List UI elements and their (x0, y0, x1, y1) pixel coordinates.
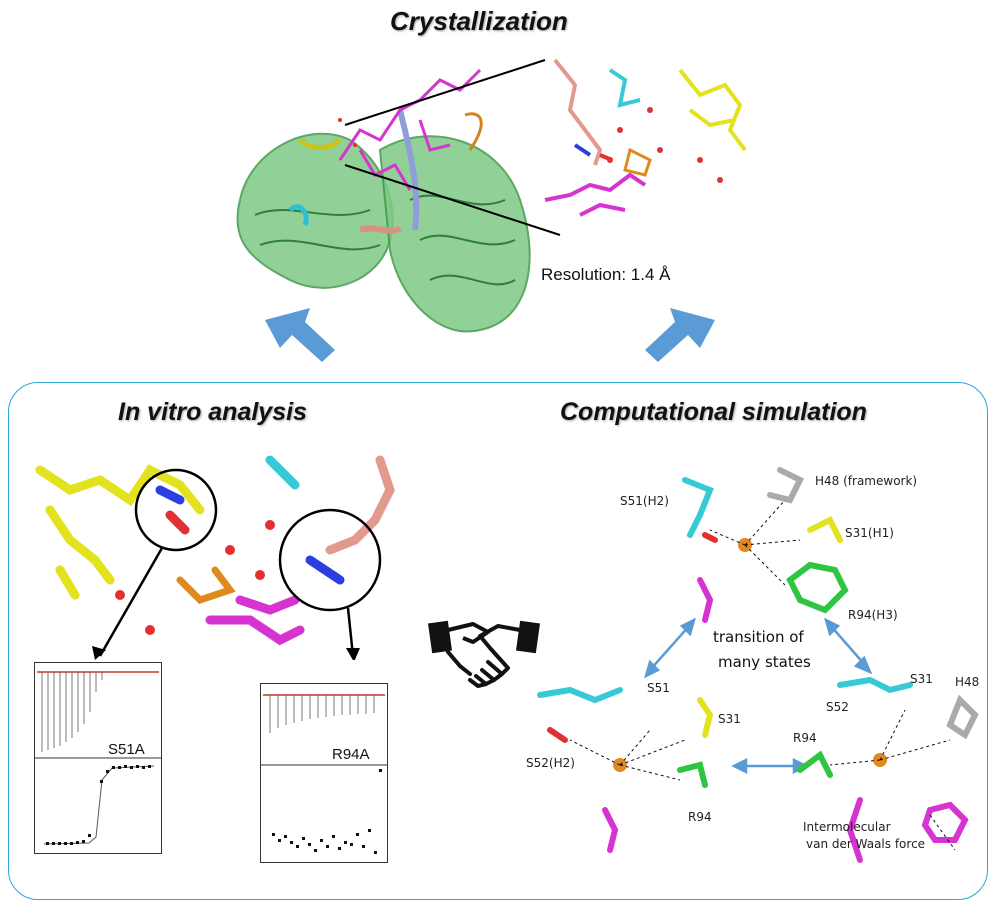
simulation-structures (537, 467, 979, 863)
label-s52-h2: S52(H2) (526, 756, 575, 770)
zoomed-active-site (544, 58, 747, 217)
arrow-left (265, 308, 335, 362)
label-r94-left: R94 (688, 810, 712, 824)
title-computational: Computational simulation (560, 398, 867, 426)
label-s31-h1: S31(H1) (845, 526, 894, 540)
label-s31-left: S31 (718, 712, 741, 726)
label-s52: S52 (826, 700, 849, 714)
water-molecules (338, 107, 723, 183)
crystal-structure-figure (236, 58, 747, 362)
resolution-label: Resolution: 1.4 Å (541, 265, 671, 284)
label-vdw-1: Intermolecular (803, 820, 891, 834)
label-r94-right: R94 (793, 731, 817, 745)
label-r94-h3: R94(H3) (848, 608, 898, 622)
in-vitro-structure (35, 455, 395, 660)
label-transition-1: transition of (713, 628, 804, 646)
itc-label-s51a: S51A (108, 741, 145, 758)
label-transition-2: many states (718, 653, 811, 671)
label-s51-h2: S51(H2) (620, 494, 669, 508)
itc-plot-r94a: R94A (260, 683, 388, 863)
analysis-panel (8, 382, 988, 900)
itc-plot-s51a: S51A (34, 662, 162, 854)
itc-label-r94a: R94A (332, 746, 370, 763)
label-h48-framework: H48 (framework) (815, 474, 918, 488)
label-s51: S51 (647, 681, 670, 695)
title-in-vitro: In vitro analysis (118, 398, 307, 426)
arrow-right (645, 308, 715, 362)
title-crystallization: Crystallization (390, 6, 568, 36)
label-s31-right: S31 (910, 672, 933, 686)
label-vdw-2: van der Waals force (806, 837, 926, 851)
protein-ribbon (236, 109, 531, 333)
label-h48-right: H48 (955, 675, 980, 689)
handshake-icon (428, 620, 540, 688)
